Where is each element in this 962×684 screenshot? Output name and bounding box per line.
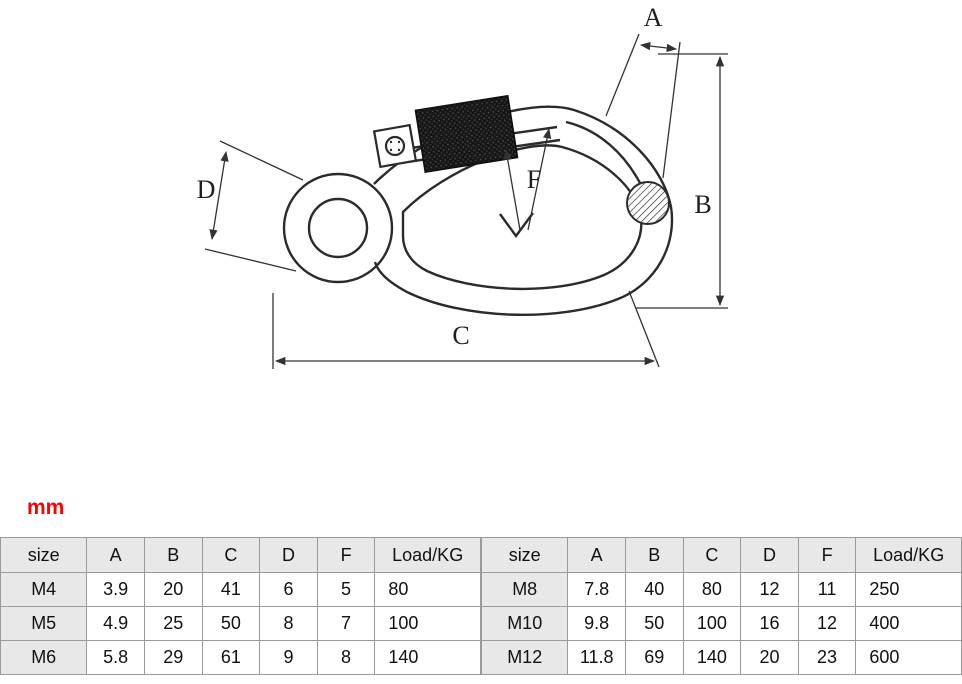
knurled-sleeve xyxy=(414,94,519,173)
cell-d: 9 xyxy=(259,640,318,675)
unit-label: mm xyxy=(27,496,65,519)
rivet xyxy=(372,123,418,169)
cell-a: 9.8 xyxy=(567,606,626,641)
cell-load: 600 xyxy=(855,640,962,675)
col-header-d: D xyxy=(740,537,799,573)
cell-load: 250 xyxy=(855,572,962,607)
cell-f: 5 xyxy=(316,572,376,607)
cell-d: 8 xyxy=(259,606,318,641)
col-header-a: A xyxy=(86,537,145,573)
pin-cross-section xyxy=(626,181,670,225)
dimension-a xyxy=(605,33,681,179)
cell-a: 5.8 xyxy=(86,640,145,675)
cell-f: 12 xyxy=(797,606,857,641)
cell-c: 80 xyxy=(682,572,742,607)
table-header-row: size A B C D F Load/KG xyxy=(480,537,962,573)
col-header-load: Load/KG xyxy=(855,537,962,573)
cell-size: M10 xyxy=(480,606,569,641)
latch-notch xyxy=(499,212,534,239)
col-header-b: B xyxy=(624,537,684,573)
cell-load: 100 xyxy=(374,606,481,641)
cell-c: 140 xyxy=(682,640,742,675)
cell-load: 80 xyxy=(374,572,481,607)
cell-size: M4 xyxy=(0,572,88,607)
col-header-f: F xyxy=(797,537,857,573)
carabiner-inner-outline xyxy=(401,144,643,291)
dim-label-f: F xyxy=(527,165,541,194)
carabiner-body-outline xyxy=(373,105,674,317)
dimension-b xyxy=(636,53,728,309)
dimension-d xyxy=(204,140,304,272)
cell-a: 4.9 xyxy=(86,606,145,641)
hook-nose-line xyxy=(565,120,642,184)
cell-b: 50 xyxy=(624,606,684,641)
table-row: M12 11.8 69 140 20 23 600 xyxy=(480,640,962,675)
spec-table-left: size A B C D F Load/KG M4 3.9 20 41 6 5 xyxy=(0,537,481,675)
cell-load: 400 xyxy=(855,606,962,641)
table-row: M4 3.9 20 41 6 5 80 xyxy=(0,572,481,607)
cell-a: 3.9 xyxy=(86,572,145,607)
spec-table-right: size A B C D F Load/KG M8 7.8 40 80 12 1… xyxy=(480,537,962,675)
col-header-load: Load/KG xyxy=(374,537,481,573)
dimension-c xyxy=(272,290,660,369)
cell-c: 50 xyxy=(201,606,261,641)
table-row: M10 9.8 50 100 16 12 400 xyxy=(480,606,962,641)
col-header-c: C xyxy=(201,537,261,573)
cell-size: M12 xyxy=(480,640,569,675)
dim-label-b: B xyxy=(694,190,711,219)
cell-size: M8 xyxy=(480,572,569,607)
cell-c: 100 xyxy=(682,606,742,641)
eye-outer xyxy=(282,172,394,284)
col-header-a: A xyxy=(567,537,626,573)
cell-f: 23 xyxy=(797,640,857,675)
cell-b: 69 xyxy=(624,640,684,675)
col-header-c: C xyxy=(682,537,742,573)
cell-b: 20 xyxy=(143,572,203,607)
spec-tables: size A B C D F Load/KG M4 3.9 20 41 6 5 xyxy=(0,537,962,675)
cell-d: 12 xyxy=(740,572,799,607)
cell-c: 41 xyxy=(201,572,261,607)
dimension-f xyxy=(503,127,552,231)
eye-inner xyxy=(307,197,369,259)
col-header-d: D xyxy=(259,537,318,573)
cell-size: M6 xyxy=(0,640,88,675)
cell-f: 7 xyxy=(316,606,376,641)
cell-load: 140 xyxy=(374,640,481,675)
cell-d: 16 xyxy=(740,606,799,641)
rivet-plate xyxy=(372,123,418,169)
cell-size: M5 xyxy=(0,606,88,641)
cell-a: 11.8 xyxy=(567,640,626,675)
col-header-size: size xyxy=(480,537,569,573)
cell-b: 40 xyxy=(624,572,684,607)
dim-label-c: C xyxy=(452,321,469,350)
dim-label-a: A xyxy=(644,3,663,32)
cell-d: 20 xyxy=(740,640,799,675)
cell-a: 7.8 xyxy=(567,572,626,607)
table-header-row: size A B C D F Load/KG xyxy=(0,537,481,573)
cell-b: 29 xyxy=(143,640,203,675)
table-row: M5 4.9 25 50 8 7 100 xyxy=(0,606,481,641)
table-row: M6 5.8 29 61 9 8 140 xyxy=(0,640,481,675)
carabiner-diagram: A B C D F xyxy=(197,3,728,369)
col-header-f: F xyxy=(316,537,376,573)
cell-d: 6 xyxy=(259,572,318,607)
cell-f: 11 xyxy=(797,572,857,607)
table-row: M8 7.8 40 80 12 11 250 xyxy=(480,572,962,607)
rivet-head xyxy=(384,135,406,157)
col-header-b: B xyxy=(143,537,203,573)
cell-f: 8 xyxy=(316,640,376,675)
dim-label-d: D xyxy=(197,175,216,204)
cell-b: 25 xyxy=(143,606,203,641)
cell-c: 61 xyxy=(201,640,261,675)
col-header-size: size xyxy=(0,537,88,573)
